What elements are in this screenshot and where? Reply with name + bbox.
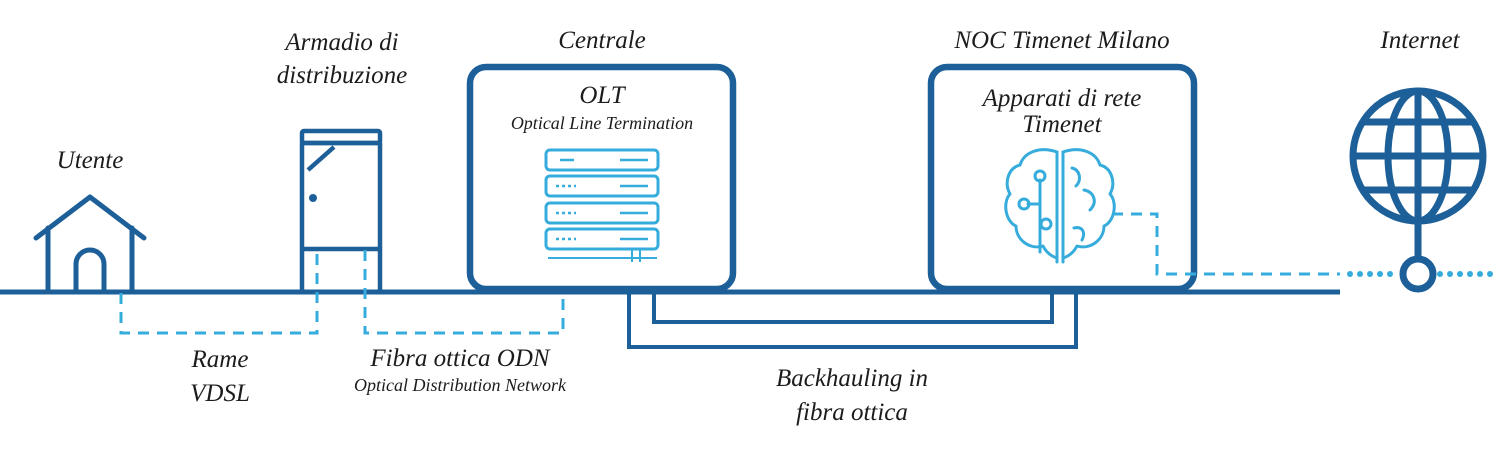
centrale-box [466, 63, 737, 293]
utente-label: Utente [57, 147, 124, 174]
copper-vdsl-line [119, 248, 319, 335]
backhauling-label-line2: fibra ottica [796, 399, 908, 426]
apparati-label-line2: Timenet [1022, 111, 1102, 138]
internet-dots [1347, 271, 1493, 277]
olt-subtitle: Optical Line Termination [511, 113, 693, 133]
backhauling-lines [627, 288, 1078, 349]
rame-label: Rame [191, 346, 249, 373]
vdsl-label: VDSL [190, 380, 250, 407]
globe-icon [1349, 87, 1487, 293]
cabinet-icon [299, 128, 383, 292]
internet-label: Internet [1379, 27, 1460, 54]
noc-label: NOC Timenet Milano [953, 27, 1169, 54]
backhauling-label-line1: Backhauling in [776, 365, 928, 392]
brain-circuit-icon [1004, 148, 1116, 264]
olt-title: OLT [579, 82, 626, 109]
server-rack-icon [544, 148, 660, 262]
house-icon [33, 194, 147, 295]
apparati-label-line1: Apparati di rete [981, 85, 1142, 112]
armadio-label-line2: distribuzione [277, 62, 408, 89]
noc-internet-line [1112, 212, 1340, 276]
centrale-label: Centrale [558, 27, 646, 54]
fiber-odn-line [363, 250, 565, 335]
odn-title: Fibra ottica ODN [369, 345, 550, 372]
odn-subtitle: Optical Distribution Network [354, 375, 567, 395]
armadio-label-line1: Armadio di [283, 29, 398, 56]
